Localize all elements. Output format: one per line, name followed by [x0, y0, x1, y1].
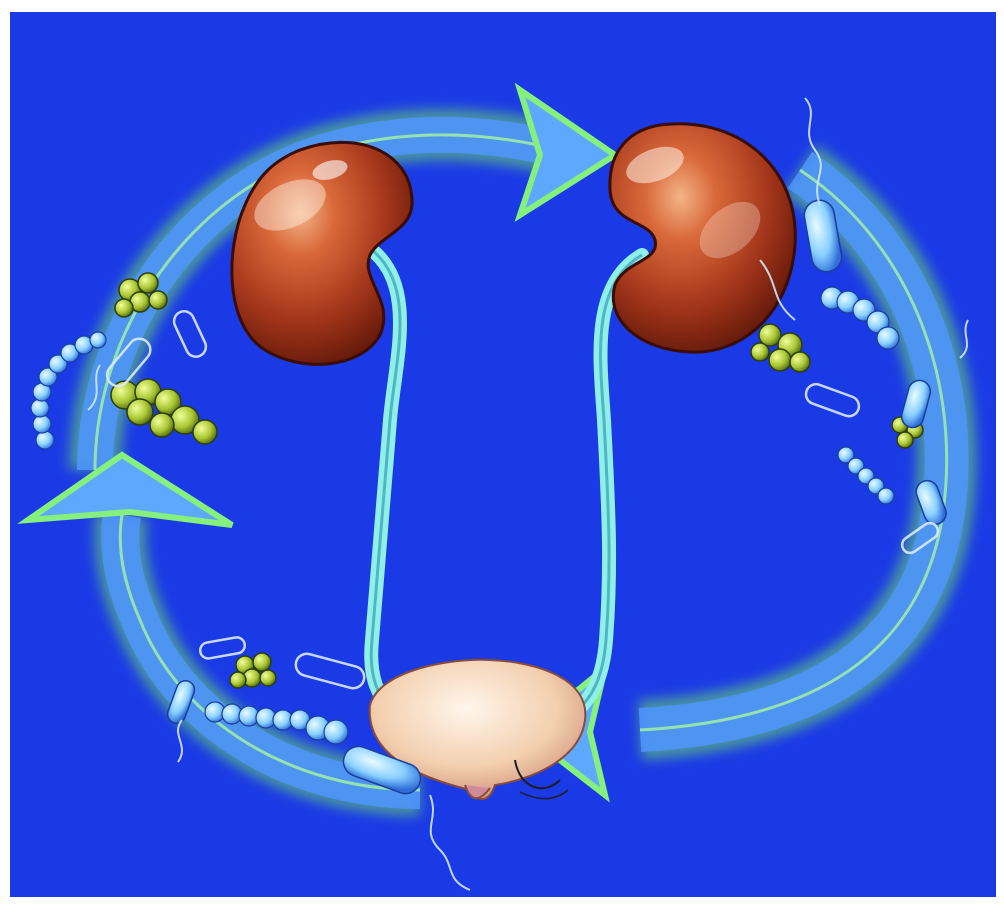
- illustration-frame: [0, 0, 1004, 909]
- urinary-cycle-illustration: [0, 0, 1004, 909]
